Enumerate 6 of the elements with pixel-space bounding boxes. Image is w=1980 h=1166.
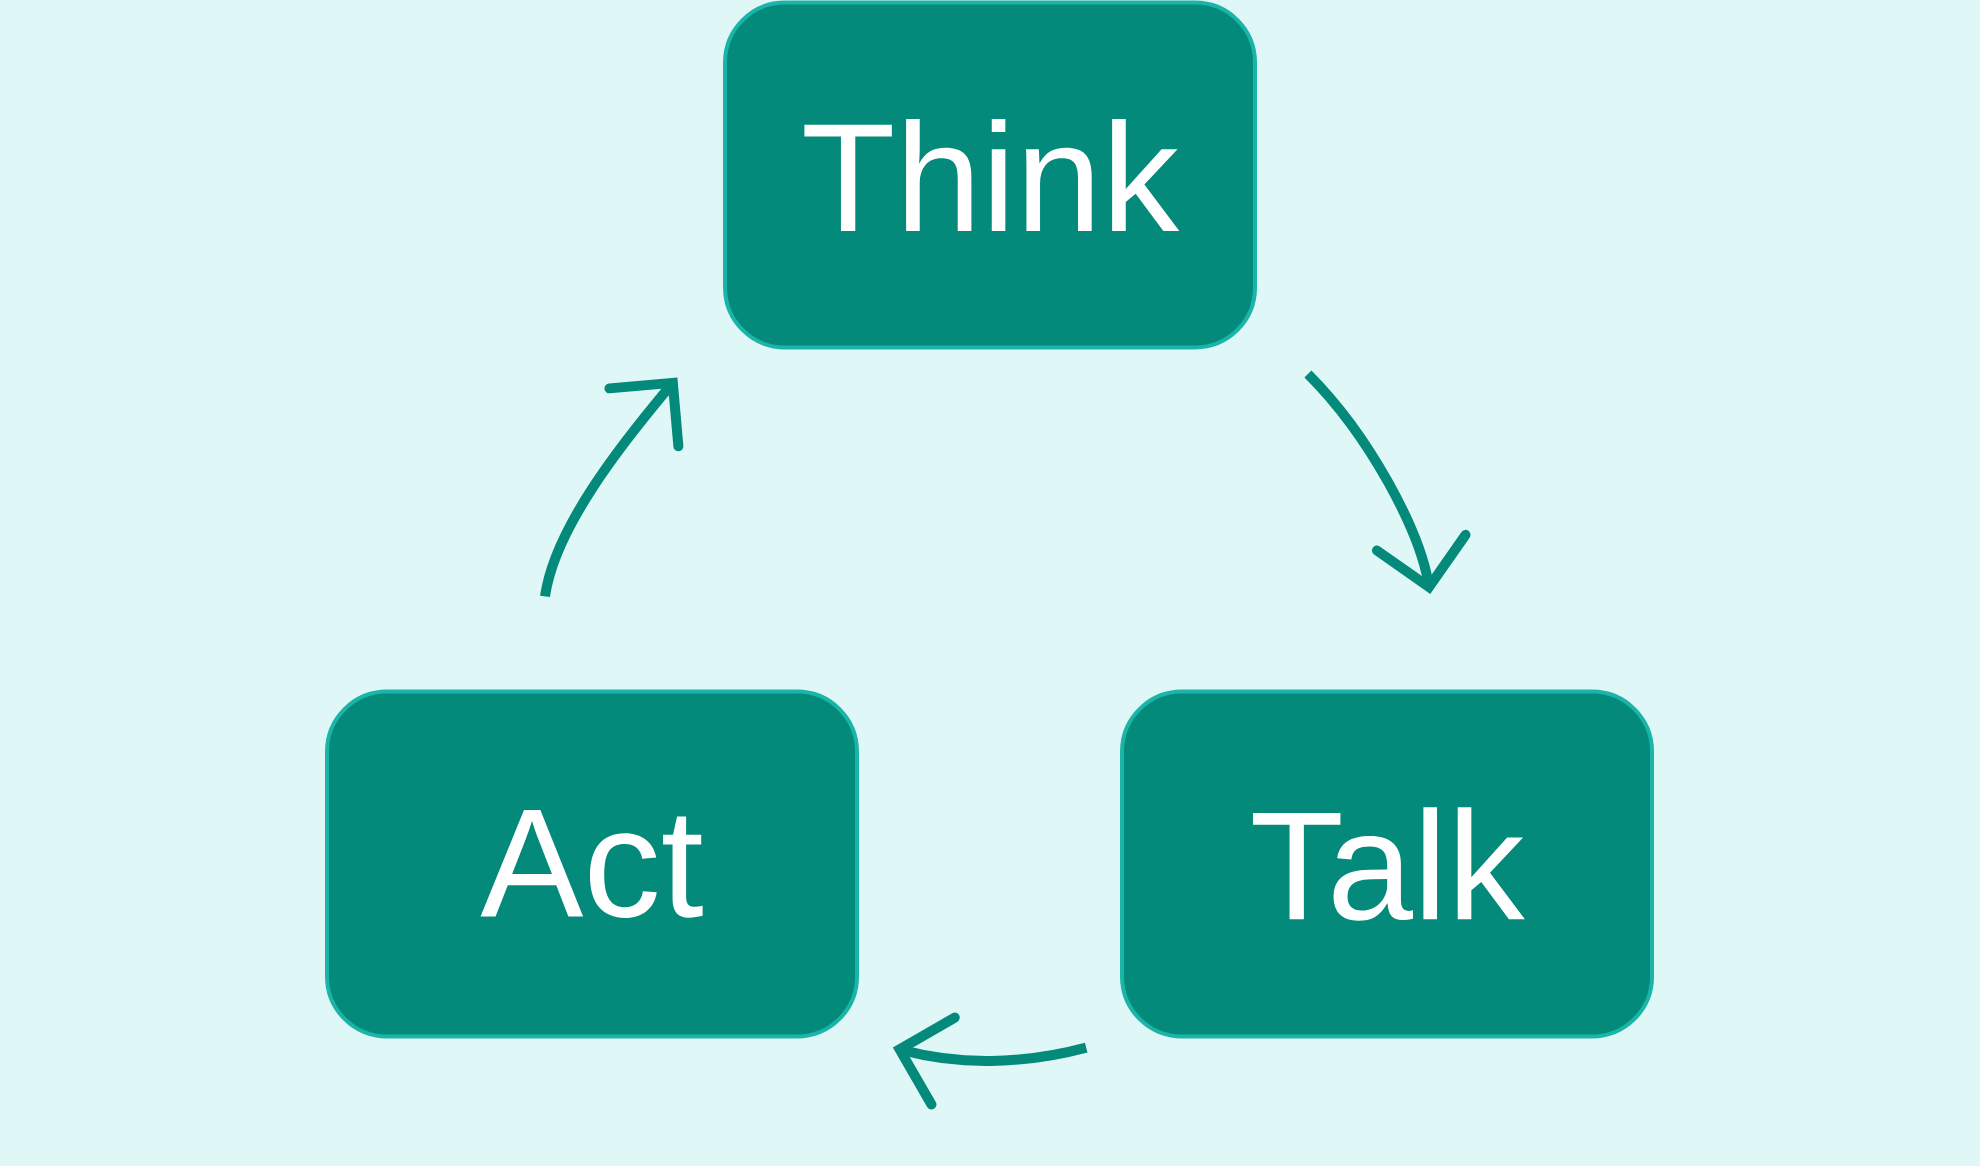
process-box: Think <box>723 0 1257 350</box>
arrow <box>1304 370 1471 594</box>
arrow <box>540 377 684 598</box>
process-box: Act <box>325 689 859 1039</box>
process-box: Talk <box>1120 689 1654 1039</box>
arrow <box>892 1012 1088 1110</box>
